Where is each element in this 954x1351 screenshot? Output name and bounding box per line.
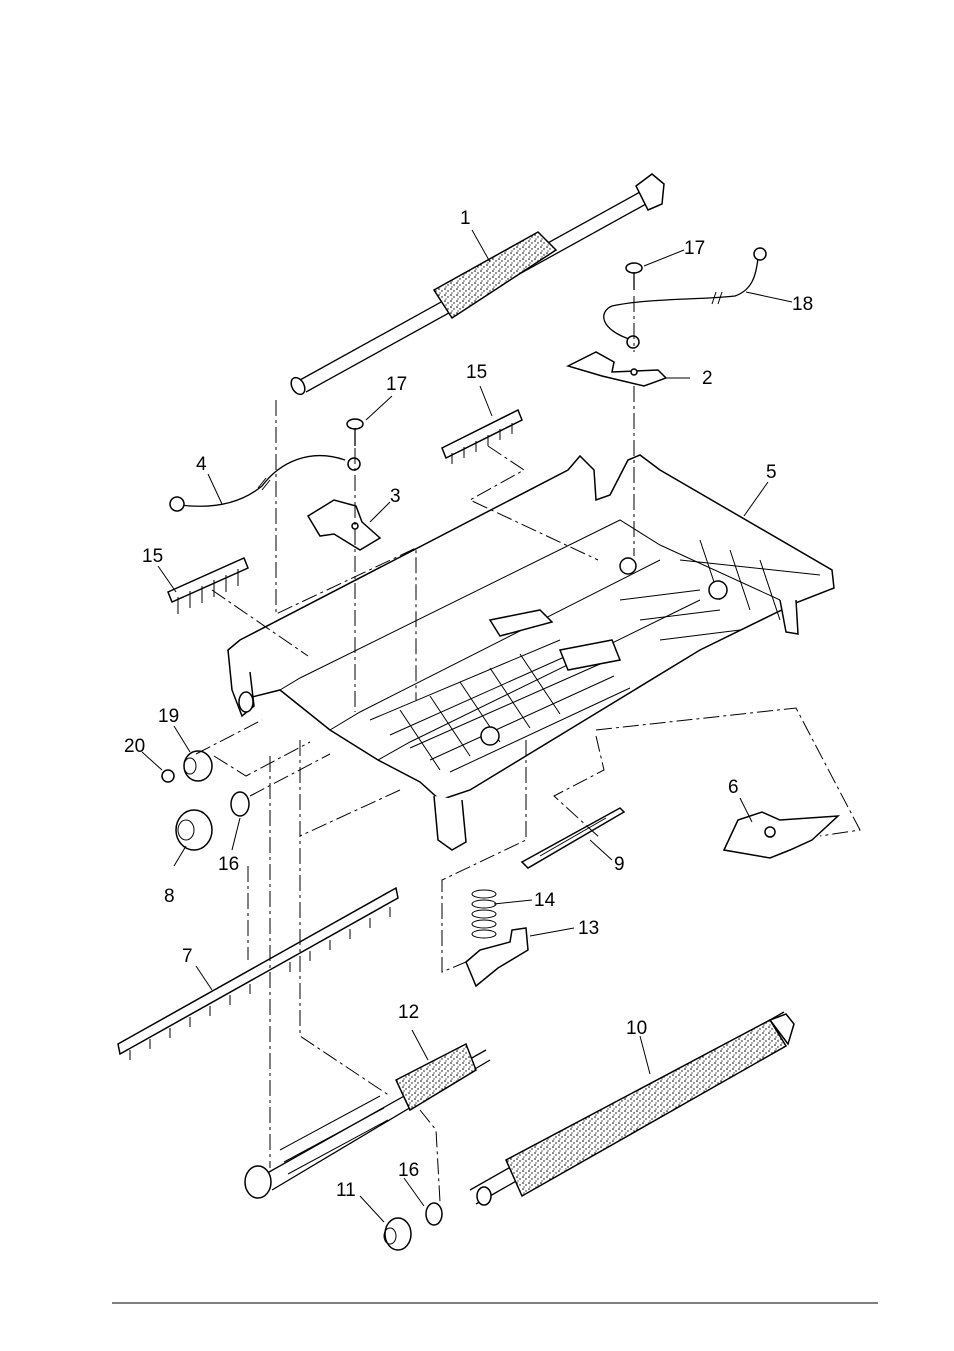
callout-17a: 17 bbox=[386, 374, 407, 395]
callout-19: 19 bbox=[158, 706, 179, 727]
roller-part-10 bbox=[470, 1012, 794, 1205]
callout-8: 8 bbox=[164, 886, 175, 907]
callout-11: 11 bbox=[336, 1180, 356, 1201]
callout-10: 10 bbox=[626, 1018, 647, 1039]
callout-9: 9 bbox=[614, 854, 625, 875]
comb-part-15-upper bbox=[442, 410, 522, 464]
callout-17b: 17 bbox=[684, 238, 705, 259]
callout-16b: 16 bbox=[398, 1160, 419, 1181]
plate-part-6 bbox=[724, 812, 838, 858]
comb-part-7 bbox=[118, 888, 398, 1060]
callout-15a: 15 bbox=[466, 362, 487, 383]
pad-part-9 bbox=[522, 808, 624, 868]
bushing-part-16-lower bbox=[426, 1203, 442, 1225]
bushing-part-16-upper bbox=[231, 792, 249, 816]
screw-part-17-left bbox=[347, 419, 363, 446]
bracket-part-2 bbox=[568, 352, 666, 386]
gear-part-8 bbox=[176, 810, 212, 850]
gear-part-11 bbox=[384, 1218, 411, 1250]
ground-wire-part-18 bbox=[604, 248, 766, 348]
callout-12: 12 bbox=[398, 1002, 419, 1023]
callout-13: 13 bbox=[578, 918, 599, 939]
gear-part-19 bbox=[184, 751, 212, 781]
roller-shaft-part-12 bbox=[245, 1044, 490, 1198]
spring-part-14 bbox=[472, 890, 496, 938]
callout-7: 7 bbox=[182, 946, 193, 967]
callout-5: 5 bbox=[766, 462, 777, 483]
bracket-part-3 bbox=[308, 500, 380, 550]
callout-4: 4 bbox=[196, 454, 207, 475]
callout-1: 1 bbox=[460, 208, 471, 229]
callout-16a: 16 bbox=[218, 854, 239, 875]
callout-6: 6 bbox=[728, 777, 739, 798]
screw-part-17-right bbox=[626, 263, 642, 290]
callout-2: 2 bbox=[702, 368, 713, 389]
callout-14: 14 bbox=[534, 890, 556, 911]
callout-3: 3 bbox=[390, 486, 401, 507]
comb-part-15-lower bbox=[168, 558, 248, 614]
ring-part-20 bbox=[162, 770, 174, 782]
callout-15b: 15 bbox=[142, 546, 163, 567]
callout-18: 18 bbox=[792, 294, 813, 315]
callout-20: 20 bbox=[124, 736, 145, 757]
